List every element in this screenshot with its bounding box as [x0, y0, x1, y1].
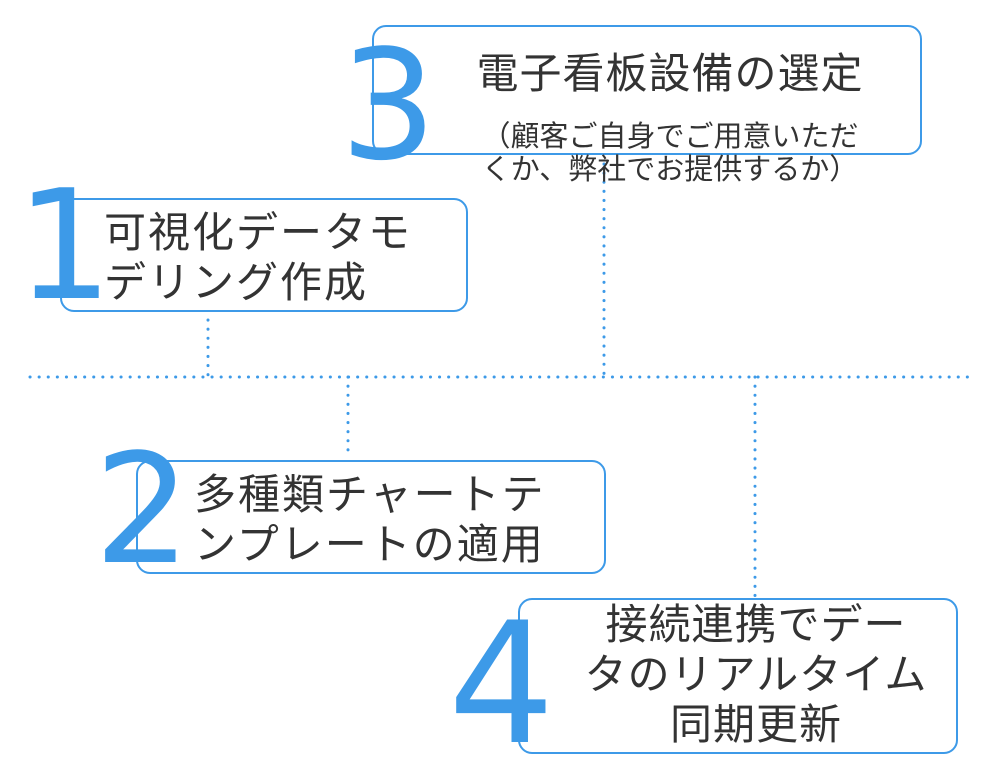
step-3-number: 3: [340, 17, 437, 194]
step-2: 2 多種類チャートテ ンプレートの適用: [94, 432, 609, 586]
step-2-number: 2: [94, 421, 191, 598]
step-2-text: 多種類チャートテ ンプレートの適用: [194, 470, 546, 569]
step-4-number: 4: [448, 586, 555, 782]
step-4: 4 接続連携でデー タのリアルタイム 同期更新: [448, 592, 963, 768]
step-3-title: 電子看板設備の選定: [476, 49, 864, 98]
step-1-box: [60, 198, 468, 312]
step-1: 1 可視化データモ デリング作成: [16, 168, 472, 322]
step-1-number: 1: [16, 157, 113, 334]
step-3-text: 電子看板設備の選定 （顧客ご自身でご用意いただ くか、弊社でお提供するか）: [450, 28, 890, 205]
step-3: 3 電子看板設備の選定 （顧客ご自身でご用意いただ くか、弊社でお提供するか）: [340, 22, 925, 186]
step-2-box: [136, 460, 606, 574]
step-3-box: [372, 25, 922, 155]
step-1-text: 可視化データモ デリング作成: [104, 208, 413, 307]
step-3-note: （顧客ご自身でご用意いただ くか、弊社でお提供するか）: [481, 119, 859, 186]
step-4-text: 接続連携でデー タのリアルタイム 同期更新: [584, 600, 928, 749]
step-4-box: [518, 598, 958, 754]
